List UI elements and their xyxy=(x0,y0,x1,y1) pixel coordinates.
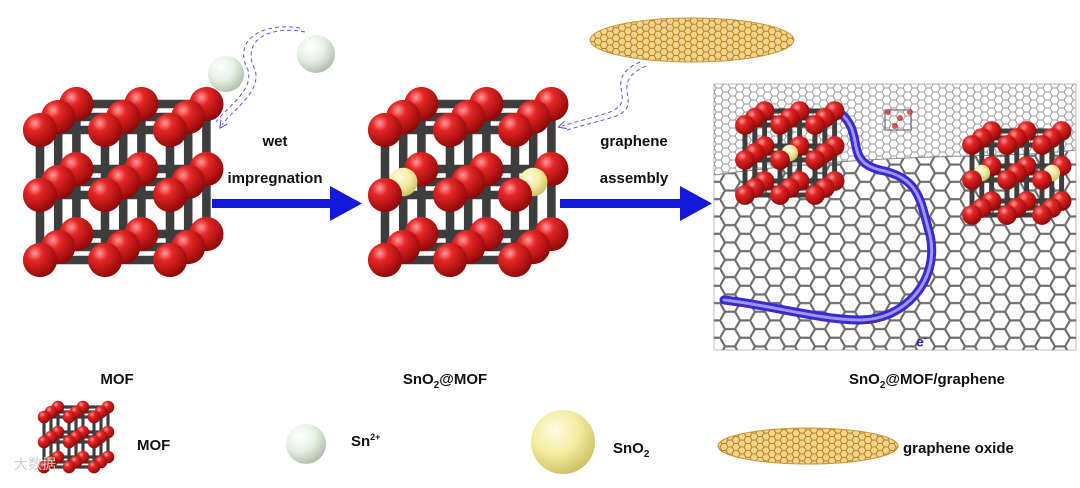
metal-node-sphere xyxy=(368,243,402,277)
metal-node-sphere xyxy=(23,113,57,147)
metal-node-sphere xyxy=(88,178,122,212)
legend-sno2-label: SnO2 xyxy=(613,440,649,460)
legend-sn-ion-label: Sn2+ xyxy=(351,432,380,450)
sno2-mof-graphene-caption: SnO2@MOF/graphene xyxy=(849,371,1005,391)
metal-node-sphere xyxy=(88,436,101,449)
legend-sno2-icon xyxy=(531,410,595,474)
mof-cube-on-graphene-left xyxy=(735,101,844,205)
metal-node-sphere xyxy=(63,411,76,424)
sno2-mof-caption: SnO2@MOF xyxy=(403,371,487,391)
sn-ion-sphere xyxy=(208,56,244,92)
metal-node-sphere xyxy=(805,185,825,205)
metal-node-sphere xyxy=(735,115,755,135)
watermark-text: 大数据 xyxy=(14,454,56,474)
metal-node-sphere xyxy=(38,436,51,449)
metal-node-sphere xyxy=(962,170,982,190)
metal-node-sphere xyxy=(805,150,825,170)
metal-node-sphere xyxy=(88,411,101,424)
metal-node-sphere xyxy=(735,185,755,205)
legend-graphene-oxide-label: graphene oxide xyxy=(903,440,1014,457)
metal-node-sphere xyxy=(770,115,790,135)
metal-node-sphere xyxy=(23,178,57,212)
step1-label-line2: impregnation xyxy=(227,170,322,187)
metal-node-sphere xyxy=(498,113,532,147)
metal-node-sphere xyxy=(770,150,790,170)
metal-node-sphere xyxy=(23,243,57,277)
metal-node-sphere xyxy=(433,243,467,277)
metal-node-sphere xyxy=(735,150,755,170)
metal-node-sphere xyxy=(1032,135,1052,155)
metal-node-sphere xyxy=(997,170,1017,190)
metal-node-sphere xyxy=(997,205,1017,225)
legend-graphene-oxide-icon xyxy=(718,428,898,464)
metal-node-sphere xyxy=(38,411,51,424)
metal-node-sphere xyxy=(88,243,122,277)
arrow-wet-impregnation xyxy=(212,186,362,221)
step2-label-line2: assembly xyxy=(600,170,668,187)
sn-ion-flow xyxy=(208,27,335,125)
metal-node-sphere xyxy=(805,115,825,135)
mof-cube-sno2-loaded xyxy=(368,87,569,277)
metal-node-sphere xyxy=(88,113,122,147)
metal-node-sphere xyxy=(962,205,982,225)
legend-mof-label: MOF xyxy=(137,437,170,454)
dashed-flow-arrow xyxy=(562,62,640,126)
legend-sn-ion-icon xyxy=(286,424,326,464)
metal-node-sphere xyxy=(368,178,402,212)
mof-cube-on-graphene-right xyxy=(962,121,1071,225)
sn-ion-sphere xyxy=(297,35,335,73)
metal-node-sphere xyxy=(433,113,467,147)
arrow-graphene-assembly xyxy=(560,186,712,221)
metal-node-sphere xyxy=(63,461,76,474)
metal-node-sphere xyxy=(153,178,187,212)
metal-node-sphere xyxy=(498,178,532,212)
step2-label-line1: graphene xyxy=(600,133,668,150)
metal-node-sphere xyxy=(997,135,1017,155)
step1-label-line1: wet xyxy=(262,133,287,150)
metal-node-sphere xyxy=(1032,205,1052,225)
graphene-composite-panel xyxy=(714,84,1076,350)
mof-cube-pristine xyxy=(23,87,224,277)
metal-node-sphere xyxy=(153,243,187,277)
metal-node-sphere xyxy=(1032,170,1052,190)
metal-node-sphere xyxy=(88,461,101,474)
electron-label: e- xyxy=(916,333,927,350)
metal-node-sphere xyxy=(153,113,187,147)
metal-node-sphere xyxy=(63,436,76,449)
metal-node-sphere xyxy=(498,243,532,277)
metal-node-sphere xyxy=(368,113,402,147)
mof-caption: MOF xyxy=(100,371,133,388)
metal-node-sphere xyxy=(770,185,790,205)
metal-node-sphere xyxy=(962,135,982,155)
metal-node-sphere xyxy=(433,178,467,212)
